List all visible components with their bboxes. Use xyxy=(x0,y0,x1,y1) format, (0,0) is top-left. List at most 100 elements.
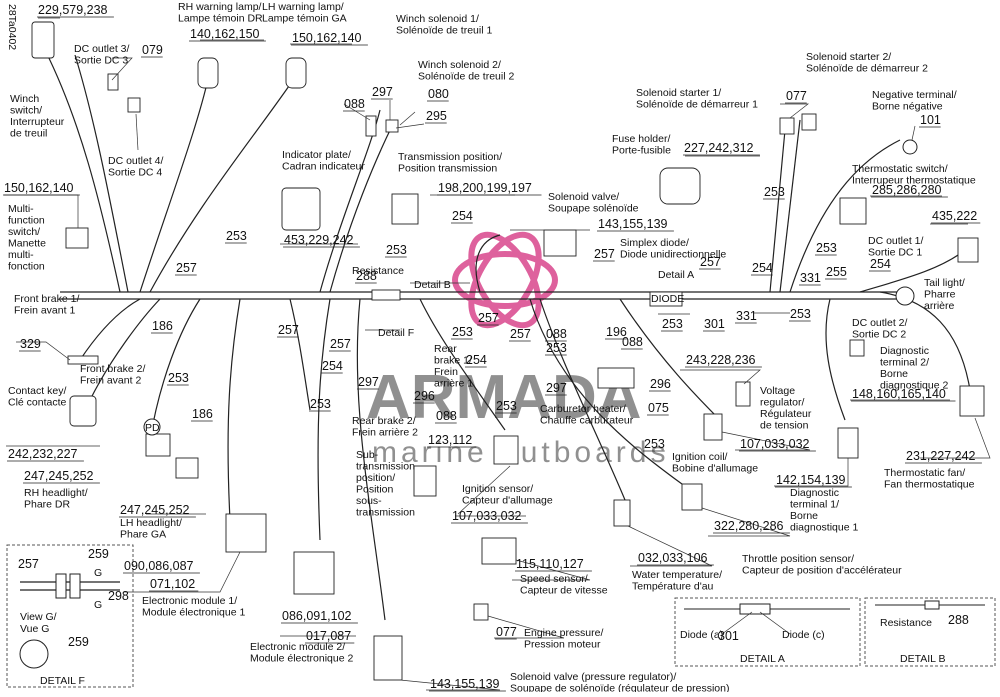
label-sub-transmission-line: sous- xyxy=(356,495,382,507)
detail-a-diode-a: Diode (a) xyxy=(680,629,723,641)
label-front-brake-1: Front brake 1/Frein avant 1 xyxy=(14,293,79,317)
throttle-position-connector xyxy=(681,483,703,511)
label-rh-headlight-line: Phare DR xyxy=(24,499,71,511)
label-rear-brake-2: Rear brake 2/Frein arrière 2 xyxy=(352,415,418,439)
label-solenoid-valve-line: Soupape solénoïde xyxy=(548,203,639,215)
label-voltage-regulator-line: Voltage xyxy=(760,385,795,397)
label-detail-f-ref: Detail F xyxy=(378,327,414,339)
callout-c-071102: 071,102 xyxy=(150,577,195,591)
detail-f-box: 257 259 G G 298 259 View G/ Vue G DETAIL… xyxy=(6,544,134,688)
callout-c-257-e: 257 xyxy=(330,337,351,351)
label-diagnostic-terminal-1-line: Borne xyxy=(790,510,818,522)
winch-switch-connector xyxy=(31,21,55,59)
label-speed-sensor-line: Capteur de vitesse xyxy=(520,585,608,597)
indicator-plate-connector xyxy=(281,187,321,231)
label-dc-outlet-4-line: DC outlet 4/ xyxy=(108,155,164,167)
label-indicator-plate: Indicator plate/Cadran indicateur xyxy=(282,149,365,173)
callout-c-435222: 435,222 xyxy=(932,209,977,223)
diode-box xyxy=(649,291,683,307)
detail-a-box: Diode (a) 301 Diode (c) DETAIL A xyxy=(674,597,861,667)
callout-c-143155139-low: 143,155,139 xyxy=(430,677,500,691)
detail-f-view-label-2: Vue G xyxy=(20,623,49,635)
label-winch-solenoid-2-line: Winch solenoid 2/ xyxy=(418,59,501,71)
callout-c-247245252-a: 247,245,252 xyxy=(24,469,94,483)
callout-c-253-e: 253 xyxy=(790,307,811,321)
callout-c-253-i: 253 xyxy=(168,371,189,385)
label-rear-brake-1-line: Frein xyxy=(434,366,458,378)
lh-warning-lamp-connector xyxy=(285,57,307,89)
detail-b-box: Resistance 288 DETAIL B xyxy=(864,597,996,667)
callout-c-288-main: 288 xyxy=(356,269,377,283)
label-transmission-position-line: Transmission position/ xyxy=(398,151,502,163)
callout-c-296-right: 296 xyxy=(650,377,671,391)
label-diagnostic-terminal-2-line: diagnostique 2 xyxy=(880,380,948,392)
dc-outlet-3-connector xyxy=(107,73,119,91)
callout-c-242232227: 242,232,227 xyxy=(8,447,78,461)
label-winch-solenoid-1: Winch solenoid 1/Solénoïde de treuil 1 xyxy=(396,13,492,37)
callout-c-297-low: 297 xyxy=(358,375,379,389)
callout-c-142154139: 142,154,139 xyxy=(776,473,846,487)
label-rh-headlight: RH headlight/Phare DR xyxy=(24,487,88,511)
ignition-coil-connector xyxy=(703,413,723,441)
label-lh-headlight-line: Phare GA xyxy=(120,529,166,541)
label-diagnostic-terminal-2-line: Borne xyxy=(880,368,908,380)
label-voltage-regulator-line: regulator/ xyxy=(760,397,804,409)
callout-c-080: 080 xyxy=(428,87,449,101)
callout-c-257-d: 257 xyxy=(278,323,299,337)
callout-c-254-d: 254 xyxy=(322,359,343,373)
label-winch-switch-line: de treuil xyxy=(10,128,47,140)
label-negative-terminal-line: Negative terminal/ xyxy=(872,89,957,101)
callout-c-017087: 017,087 xyxy=(306,629,351,643)
label-tail-light-line: arrière xyxy=(924,300,955,312)
label-water-temperature-line: Water temperature/ xyxy=(632,569,722,581)
label-solenoid-valve-pressure: Solenoid valve (pressure regulator)/Soup… xyxy=(510,671,730,695)
label-winch-solenoid-1-line: Solénoïde de treuil 1 xyxy=(396,25,492,37)
negative-terminal-ring xyxy=(902,139,918,155)
label-dc-outlet-3: DC outlet 3/Sortie DC 3 xyxy=(74,43,130,67)
label-voltage-regulator-line: de tension xyxy=(760,420,809,432)
label-negative-terminal: Negative terminal/Borne négative xyxy=(872,89,957,113)
sub-transmission-connector xyxy=(413,465,437,497)
label-sub-transmission: Sub-transmissionposition/Positionsous-tr… xyxy=(356,449,415,519)
callout-c-453229242: 453,229,242 xyxy=(284,233,354,247)
label-rh-headlight-line: RH headlight/ xyxy=(24,487,88,499)
callout-c-253-j: 253 xyxy=(310,397,331,411)
label-thermostatic-switch-line: Thermostatic switch/ xyxy=(852,163,948,175)
label-dc-outlet-2: DC outlet 2/Sortie DC 2 xyxy=(852,317,908,341)
callout-c-257-f: 257 xyxy=(478,311,499,325)
label-fuse-holder-line: Porte-fusible xyxy=(612,145,671,157)
label-multi-function-switch-line: Multi- xyxy=(8,203,34,215)
dc-outlet-1-connector xyxy=(957,237,979,263)
watermark: ARMADA marine outboards xyxy=(366,231,665,469)
callout-c-123112: 123,112 xyxy=(428,433,472,447)
detail-f-callout-298: 298 xyxy=(108,589,129,603)
label-carburetor-heater: Carburetor heater/Chauffe carburateur xyxy=(540,403,634,427)
pd-badge-circle xyxy=(143,418,161,436)
label-lh-warning-lamp: LH warning lamp/Lampe témoin GA xyxy=(262,1,347,25)
label-ignition-sensor-line: Ignition sensor/ xyxy=(462,483,533,495)
label-lh-headlight: LH headlight/Phare GA xyxy=(120,517,182,541)
label-negative-terminal-line: Borne négative xyxy=(872,101,943,113)
label-indicator-plate-line: Indicator plate/ xyxy=(282,149,351,161)
label-front-brake-2-line: Frein avant 2 xyxy=(80,375,141,387)
callout-c-254-c: 254 xyxy=(870,257,891,271)
label-solenoid-valve-line: Solenoid valve/ xyxy=(548,191,619,203)
label-thermostatic-fan-line: Thermostatic fan/ xyxy=(884,467,965,479)
label-fuse-holder: Fuse holder/Porte-fusible xyxy=(612,133,671,157)
detail-f-view-label-1: View G/ xyxy=(20,611,57,623)
main-harness xyxy=(44,49,971,621)
label-rh-warning-lamp: RH warning lamp/Lampe témoin DR xyxy=(178,1,263,25)
winch-solenoid-2-connector xyxy=(385,119,399,133)
callout-c-088-mid: 088 xyxy=(546,327,567,341)
callout-c-196: 196 xyxy=(606,325,627,339)
label-lh-warning-lamp-line: Lampe témoin GA xyxy=(262,13,347,25)
label-speed-sensor: Speed sensor/Capteur de vitesse xyxy=(520,573,608,597)
label-dc-outlet-4-line: Sortie DC 4 xyxy=(108,167,162,179)
lh-headlight-connector xyxy=(175,457,199,479)
label-electronic-module-2: Electronic module 2/Module électronique … xyxy=(250,641,353,665)
label-sub-transmission-line: transmission xyxy=(356,507,415,519)
resistance-box xyxy=(371,289,401,301)
label-diagnostic-terminal-1-line: terminal 1/ xyxy=(790,499,839,511)
